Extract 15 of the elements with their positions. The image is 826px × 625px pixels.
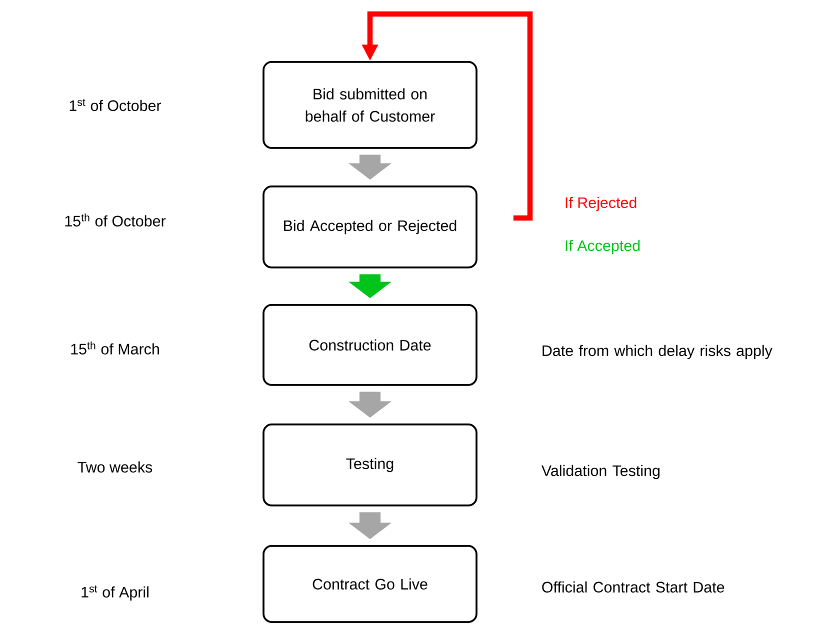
- process-box: Construction Date: [262, 304, 478, 386]
- edge-label: If Rejected: [563, 196, 638, 212]
- date-label: 15$^{th}$ of March: [71, 342, 159, 354]
- date-label: Two weeks: [78, 461, 152, 473]
- date-label: 15$^{th}$ of October: [65, 214, 166, 226]
- note-text: Official Contract Start Date: [542, 581, 724, 593]
- note-text: Date from which delay risks apply: [542, 344, 772, 360]
- process-box: Bid Accepted or Rejected: [262, 186, 478, 268]
- branch-label: If Accepted: [566, 240, 640, 254]
- process-box: Testing: [262, 424, 478, 506]
- date-label: 1$^{st}$ of April: [82, 585, 148, 601]
- note-text: Validation Testing: [542, 464, 660, 480]
- process-box: Bid submitted on behalf of Customer: [262, 61, 478, 149]
- date-label: 1$^{st}$ of October: [70, 98, 162, 112]
- process-box: Contract Go Live: [262, 545, 478, 623]
